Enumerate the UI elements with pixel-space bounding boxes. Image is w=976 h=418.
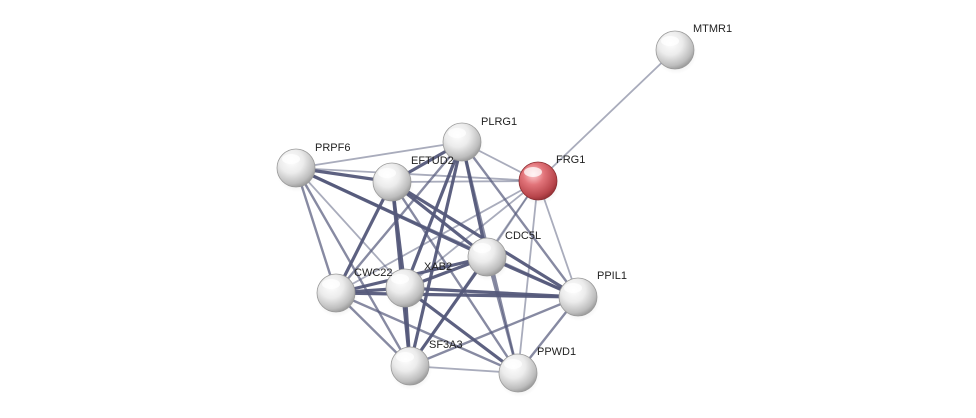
node-sphere[interactable] <box>316 273 356 313</box>
node-highlight <box>391 274 409 284</box>
node-label-eftud2: EFTUD2 <box>411 155 454 167</box>
node-label-frg1: FRG1 <box>556 154 585 166</box>
node-ppil1[interactable]: PPIL1 <box>558 270 627 321</box>
node-highlight <box>564 283 582 293</box>
node-highlight <box>504 359 522 369</box>
edge-sf3a3-ppil1 <box>408 295 580 368</box>
node-sphere[interactable] <box>498 353 538 393</box>
node-sphere[interactable] <box>390 346 430 386</box>
node-sphere[interactable] <box>467 237 507 277</box>
edge-prpf6-xab2 <box>295 167 406 289</box>
node-highlight <box>322 279 340 289</box>
edge-frg1-ppwd1 <box>517 180 539 374</box>
edge-eftud2-ppwd1 <box>390 180 520 375</box>
node-highlight <box>378 168 396 178</box>
node-label-ppil1: PPIL1 <box>597 270 627 282</box>
node-mtmr1[interactable]: MTMR1 <box>655 23 732 74</box>
node-sphere[interactable] <box>276 148 316 188</box>
node-sphere[interactable] <box>655 30 695 70</box>
node-label-mtmr1: MTMR1 <box>693 23 732 35</box>
node-xab2[interactable]: XAB2 <box>385 261 452 312</box>
node-label-prpf6: PRPF6 <box>315 142 350 154</box>
edge-cwc22-ppwd1 <box>334 291 520 375</box>
node-highlight <box>524 167 542 177</box>
edge-plrg1-prpf6 <box>295 141 463 169</box>
node-highlight <box>282 154 300 164</box>
node-cwc22[interactable]: CWC22 <box>316 267 393 317</box>
edge-frg1-mtmr1 <box>537 49 676 182</box>
node-label-ppwd1: PPWD1 <box>537 346 576 358</box>
edges-layer <box>294 49 676 375</box>
node-highlight <box>396 352 414 362</box>
node-highlight <box>473 243 491 253</box>
edge-cwc22-ppil1 <box>334 291 580 299</box>
node-cdc5l[interactable]: CDC5L <box>467 230 541 281</box>
edge-xab2-ppwd1 <box>403 286 520 375</box>
edge-frg1-prpf6 <box>295 167 539 182</box>
node-label-cwc22: CWC22 <box>354 267 393 279</box>
node-label-sf3a3: SF3A3 <box>429 339 463 351</box>
node-label-xab2: XAB2 <box>424 261 452 273</box>
node-sphere[interactable] <box>372 162 412 202</box>
node-sf3a3[interactable]: SF3A3 <box>390 339 463 390</box>
node-ppwd1[interactable]: PPWD1 <box>498 346 576 397</box>
node-eftud2[interactable]: EFTUD2 <box>372 155 454 206</box>
edge-prpf6-sf3a3 <box>294 166 412 368</box>
node-label-cdc5l: CDC5L <box>505 230 541 242</box>
node-plrg1[interactable]: PLRG1 <box>442 116 517 166</box>
node-prpf6[interactable]: PRPF6 <box>276 142 350 192</box>
edge-plrg1-ppil1 <box>460 140 580 299</box>
edge-frg1-eftud2 <box>391 180 539 183</box>
node-sphere[interactable] <box>558 277 598 317</box>
node-highlight <box>448 128 466 138</box>
node-frg1[interactable]: FRG1 <box>518 154 585 205</box>
node-highlight <box>661 36 679 46</box>
node-label-plrg1: PLRG1 <box>481 116 517 128</box>
node-sphere[interactable] <box>518 161 558 201</box>
